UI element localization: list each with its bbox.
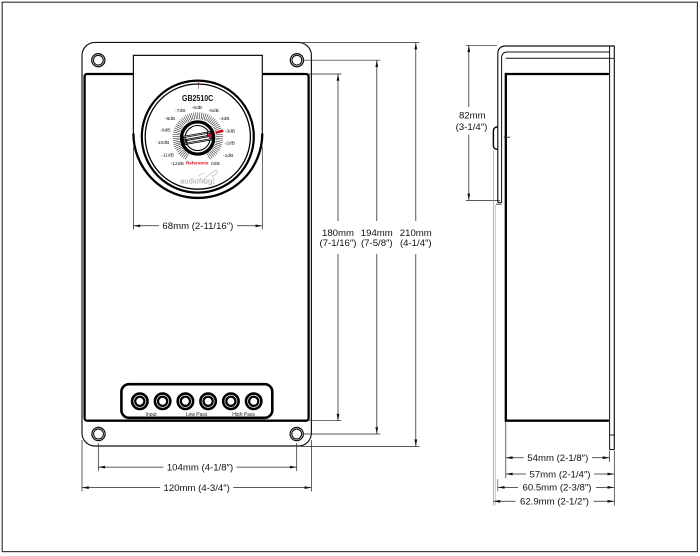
svg-text:180mm: 180mm xyxy=(322,228,354,239)
svg-text:-2dB: -2dB xyxy=(225,141,235,147)
svg-text:-9dB: -9dB xyxy=(160,127,170,133)
svg-text:(3-1/4″): (3-1/4″) xyxy=(456,122,488,133)
svg-text:Input: Input xyxy=(146,412,158,418)
svg-text:-3dB: -3dB xyxy=(225,128,235,134)
svg-text:-4dB: -4dB xyxy=(219,116,229,122)
svg-text:57mm (2-1/4″): 57mm (2-1/4″) xyxy=(530,469,591,480)
svg-text:Low Pass: Low Pass xyxy=(186,412,208,418)
svg-text:(7-5/8″): (7-5/8″) xyxy=(361,238,393,249)
svg-text:-11dB: -11dB xyxy=(161,153,174,159)
svg-text:Reference: Reference xyxy=(186,161,209,166)
svg-text:(7-1/16″): (7-1/16″) xyxy=(320,238,357,249)
svg-text:194mm: 194mm xyxy=(361,228,393,239)
svg-text:-8dB: -8dB xyxy=(165,116,175,122)
svg-text:120mm (4-3/4″): 120mm (4-3/4″) xyxy=(164,483,230,494)
svg-text:0dB: 0dB xyxy=(211,161,220,167)
svg-text:104mm (4-1/8″): 104mm (4-1/8″) xyxy=(167,462,233,473)
svg-text:82mm: 82mm xyxy=(459,110,486,121)
svg-text:54mm (2-1/8″): 54mm (2-1/8″) xyxy=(527,453,588,464)
svg-text:audiofrog: audiofrog xyxy=(180,176,212,185)
svg-text:GB2510C: GB2510C xyxy=(182,93,213,103)
svg-text:-7dB: -7dB xyxy=(175,108,185,114)
svg-text:68mm (2-11/16″): 68mm (2-11/16″) xyxy=(162,221,233,232)
svg-text:-1dB: -1dB xyxy=(223,153,233,159)
svg-text:-10dB: -10dB xyxy=(156,140,169,146)
svg-text:60.5mm (2-3/8″): 60.5mm (2-3/8″) xyxy=(523,483,592,494)
svg-text:62.9mm (2-1/2″): 62.9mm (2-1/2″) xyxy=(520,497,589,508)
svg-text:-12dB: -12dB xyxy=(171,161,184,167)
svg-text:210mm: 210mm xyxy=(400,228,432,239)
svg-text:High Pass: High Pass xyxy=(232,412,255,418)
svg-text:-5dB: -5dB xyxy=(209,108,219,114)
svg-text:-6dB: -6dB xyxy=(192,105,202,111)
svg-text:(4-1/4″): (4-1/4″) xyxy=(400,238,432,249)
